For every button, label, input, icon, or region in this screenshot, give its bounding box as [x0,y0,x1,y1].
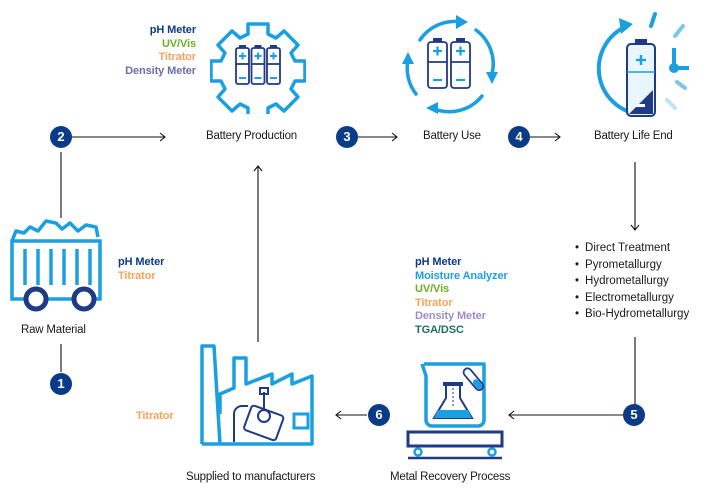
instrument-uv-vis: UV/Vis [161,37,196,50]
method-item: Direct Treatment [575,240,689,257]
instrument-uv-vis: UV/Vis [415,283,450,295]
instrument-density-meter: Density Meter [415,310,486,322]
instrument-ph-meter: pH Meter [118,256,165,268]
instrument-tga-dsc: TGA/DSC [415,323,464,336]
arrowhead-2 [159,132,166,142]
metal-recovery-instruments: pH Meter Moisture Analyzer UV/Vis Titrat… [415,256,508,337]
instrument-ph-meter: pH Meter [149,24,196,36]
battery-use-label: Battery Use [423,130,481,142]
battery-clock-icon [596,12,689,117]
arrowhead-3 [391,132,398,142]
supplied-label: Supplied to manufacturers [186,471,316,483]
method-item: Bio-Hydrometallurgy [575,306,689,323]
factory-icon [200,344,314,446]
instrument-titrator: Titrator [415,296,453,309]
gear-batteries-icon [210,22,306,114]
method-item: Electrometallurgy [575,290,689,307]
lab-beaker-scale-icon [406,362,504,460]
raw-material-instruments: pH Meter Titrator [118,256,164,283]
arrowhead-up [253,165,263,172]
step-5-badge: 5 [623,404,645,426]
instrument-titrator: Titrator [118,269,156,282]
battery-production-instruments: pH Meter UV/Vis Titrator Density Meter [125,24,196,78]
method-item: Pyrometallurgy [575,257,689,274]
instrument-density-meter: Density Meter [125,64,196,77]
cycle-batteries-icon [402,15,498,114]
raw-material-label: Raw Material [21,324,86,336]
instrument-titrator: Titrator [136,410,174,422]
step-4-badge: 4 [508,126,530,148]
step-3-badge: 3 [336,126,358,148]
instrument-titrator: Titrator [158,51,196,63]
arrowhead-6 [335,410,342,420]
arrowhead-4 [554,132,561,142]
recycling-methods-list: Direct Treatment Pyrometallurgy Hydromet… [575,240,689,323]
arrowhead-down [630,224,640,231]
arrowhead-5 [508,410,515,420]
method-item: Hydrometallurgy [575,273,689,290]
mining-cart-icon [10,219,102,312]
step-6-badge: 6 [368,404,390,426]
battery-production-label: Battery Production [206,130,298,142]
instrument-moisture-analyzer: Moisture Analyzer [415,269,508,282]
battery-life-end-label: Battery Life End [594,130,673,142]
step-1-badge: 1 [50,373,72,395]
step-2-badge: 2 [50,126,72,148]
instrument-ph-meter: pH Meter [415,256,462,268]
metal-recovery-label: Metal Recovery Process [390,471,511,483]
